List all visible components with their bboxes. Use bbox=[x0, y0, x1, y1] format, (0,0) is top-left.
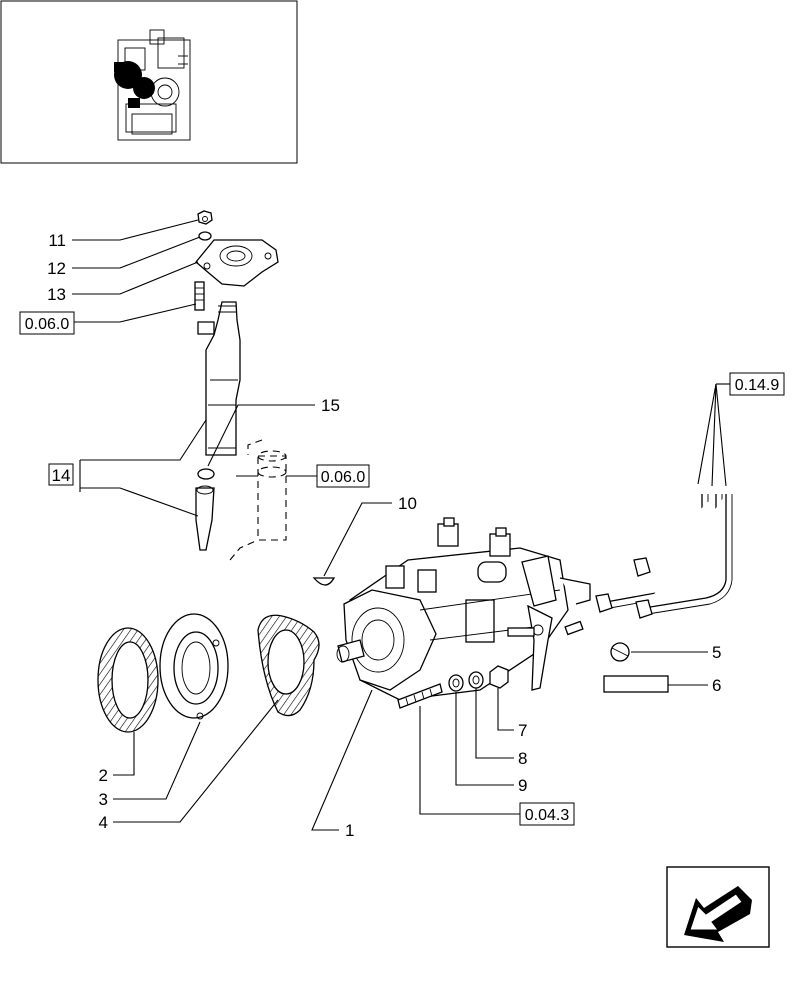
callout-4[interactable]: 4 bbox=[99, 813, 108, 832]
leader-lines bbox=[72, 219, 730, 831]
section-references: 0.06.0 0.06.0 0.14.9 0.04.3 bbox=[19, 311, 785, 826]
engine-thumbnail bbox=[0, 0, 298, 164]
nut-11 bbox=[197, 210, 213, 225]
sleeve bbox=[257, 455, 287, 541]
arrow-back-icon bbox=[684, 886, 752, 942]
gasket-4 bbox=[257, 614, 320, 717]
injector-body-14 bbox=[205, 301, 241, 456]
callout-5[interactable]: 5 bbox=[712, 643, 721, 662]
injection-pump-1 bbox=[336, 517, 591, 701]
nut-7 bbox=[489, 665, 509, 689]
callout-8[interactable]: 8 bbox=[518, 749, 527, 768]
bracket-13 bbox=[195, 239, 279, 287]
washer-12 bbox=[198, 231, 212, 241]
ref-0.06.0-stud[interactable]: 0.06.0 bbox=[25, 316, 70, 333]
flange-3 bbox=[159, 613, 229, 720]
callouts: 11 12 13 15 14 10 5 6 7 8 9 2 3 4 1 bbox=[47, 231, 721, 840]
callout-6[interactable]: 6 bbox=[712, 676, 721, 695]
ref-0.06.0-sleeve[interactable]: 0.06.0 bbox=[321, 469, 366, 486]
stud-0.04.3 bbox=[397, 683, 443, 709]
callout-14[interactable]: 14 bbox=[52, 466, 71, 485]
callout-12[interactable]: 12 bbox=[47, 259, 66, 278]
callout-3[interactable]: 3 bbox=[99, 790, 108, 809]
nozzle bbox=[195, 487, 215, 551]
washer-15 bbox=[197, 468, 215, 480]
ref-0.14.9[interactable]: 0.14.9 bbox=[735, 377, 780, 394]
callout-2[interactable]: 2 bbox=[99, 766, 108, 785]
callout-13[interactable]: 13 bbox=[47, 285, 66, 304]
callout-1[interactable]: 1 bbox=[345, 821, 354, 840]
gasket-2 bbox=[97, 627, 159, 733]
callout-9[interactable]: 9 bbox=[518, 776, 527, 795]
stud bbox=[194, 281, 205, 311]
woodruff-key-10 bbox=[312, 577, 336, 586]
engine-thumbnail-icon bbox=[114, 29, 191, 141]
injector-assembly bbox=[194, 210, 287, 561]
ref-0.04.3[interactable]: 0.04.3 bbox=[525, 807, 570, 824]
callout-15[interactable]: 15 bbox=[321, 396, 340, 415]
washer-8 bbox=[468, 671, 484, 689]
back-arrow-button[interactable] bbox=[666, 866, 770, 948]
callout-10[interactable]: 10 bbox=[398, 494, 417, 513]
fuel-lines bbox=[595, 494, 733, 619]
callout-11[interactable]: 11 bbox=[48, 231, 66, 250]
washer-9 bbox=[448, 674, 464, 692]
callout-7[interactable]: 7 bbox=[518, 721, 527, 740]
hose-6 bbox=[603, 675, 669, 693]
